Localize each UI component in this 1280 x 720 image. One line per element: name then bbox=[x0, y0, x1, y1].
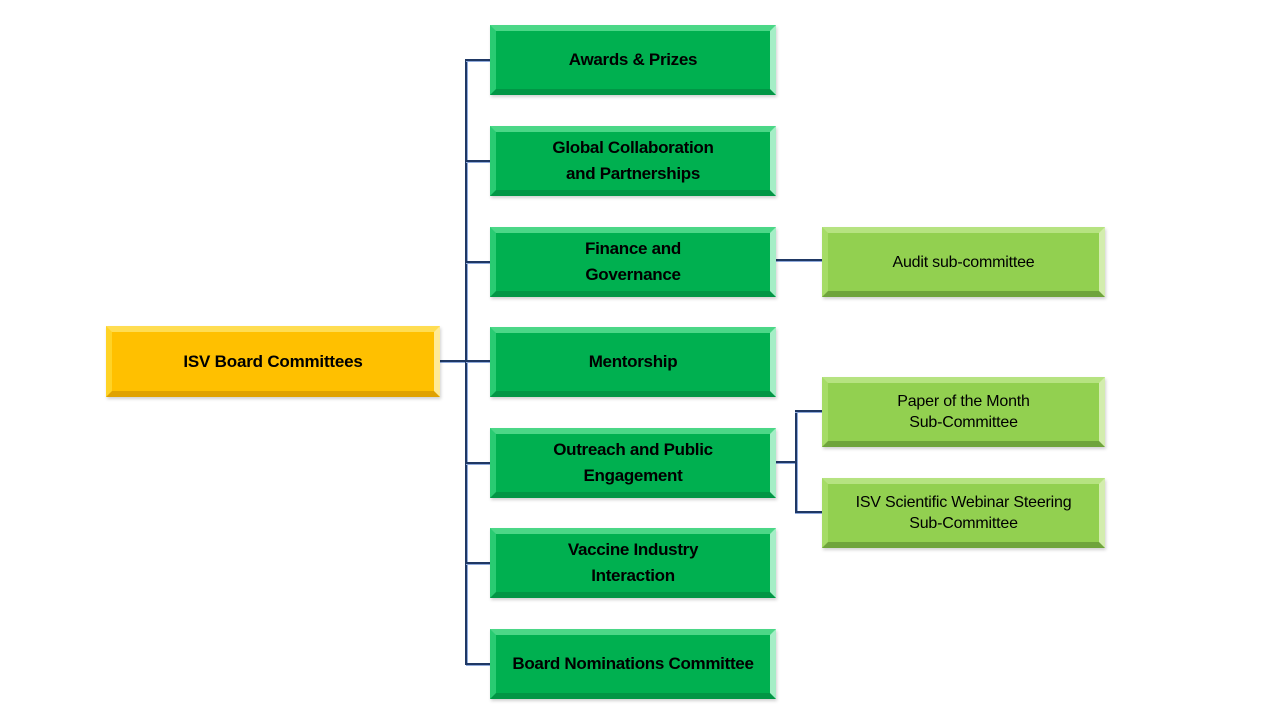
subcommittee-webinar-steering: ISV Scientific Webinar Steering Sub-Comm… bbox=[822, 478, 1105, 548]
connector-stub-awards bbox=[466, 59, 490, 62]
connector-to-webinar-steering bbox=[795, 511, 822, 514]
committee-label: Global Collaboration and Partnerships bbox=[552, 138, 714, 183]
committee-label: Awards & Prizes bbox=[568, 50, 698, 69]
subcommittee-audit: Audit sub-committee bbox=[822, 227, 1105, 297]
subcommittee-paper-of-month: Paper of the Month Sub-Committee bbox=[822, 377, 1105, 447]
committee-board-nominations: Board Nominations Committee bbox=[490, 629, 776, 699]
subcommittee-label: Paper of the Month Sub-Committee bbox=[897, 393, 1030, 431]
subcommittee-label: ISV Scientific Webinar Steering Sub-Comm… bbox=[855, 494, 1072, 532]
committee-awards-prizes: Awards & Prizes bbox=[490, 25, 776, 95]
committee-global-collaboration: Global Collaboration and Partnerships bbox=[490, 126, 776, 196]
committee-label: Mentorship bbox=[588, 352, 678, 371]
connector-stub-global bbox=[466, 160, 490, 163]
connector-stub-vaccine bbox=[466, 562, 490, 565]
subcommittee-label: Audit sub-committee bbox=[892, 253, 1035, 271]
committee-label: Finance and Governance bbox=[585, 239, 681, 284]
connector-stub-finance bbox=[466, 261, 490, 264]
connector-outreach-bracket bbox=[795, 410, 798, 514]
committee-mentorship: Mentorship bbox=[490, 327, 776, 397]
connector-root-to-trunk bbox=[440, 360, 468, 363]
connector-to-paper-of-month bbox=[795, 410, 822, 413]
committee-vaccine-industry: Vaccine Industry Interaction bbox=[490, 528, 776, 598]
committee-outreach-engagement: Outreach and Public Engagement bbox=[490, 428, 776, 498]
root-node-isv-board-committees: ISV Board Committees bbox=[106, 326, 440, 397]
connector-stub-mentorship bbox=[466, 360, 490, 363]
committee-label: Vaccine Industry Interaction bbox=[567, 540, 699, 585]
connector-finance-to-audit bbox=[776, 259, 822, 262]
committee-label: Board Nominations Committee bbox=[512, 654, 754, 673]
root-node-label: ISV Board Committees bbox=[183, 351, 363, 371]
committee-label: Outreach and Public Engagement bbox=[553, 440, 713, 485]
connector-stub-outreach bbox=[466, 462, 490, 465]
connector-stub-nominations bbox=[466, 663, 490, 666]
committee-finance-governance: Finance and Governance bbox=[490, 227, 776, 297]
connector-outreach-out bbox=[776, 461, 798, 464]
